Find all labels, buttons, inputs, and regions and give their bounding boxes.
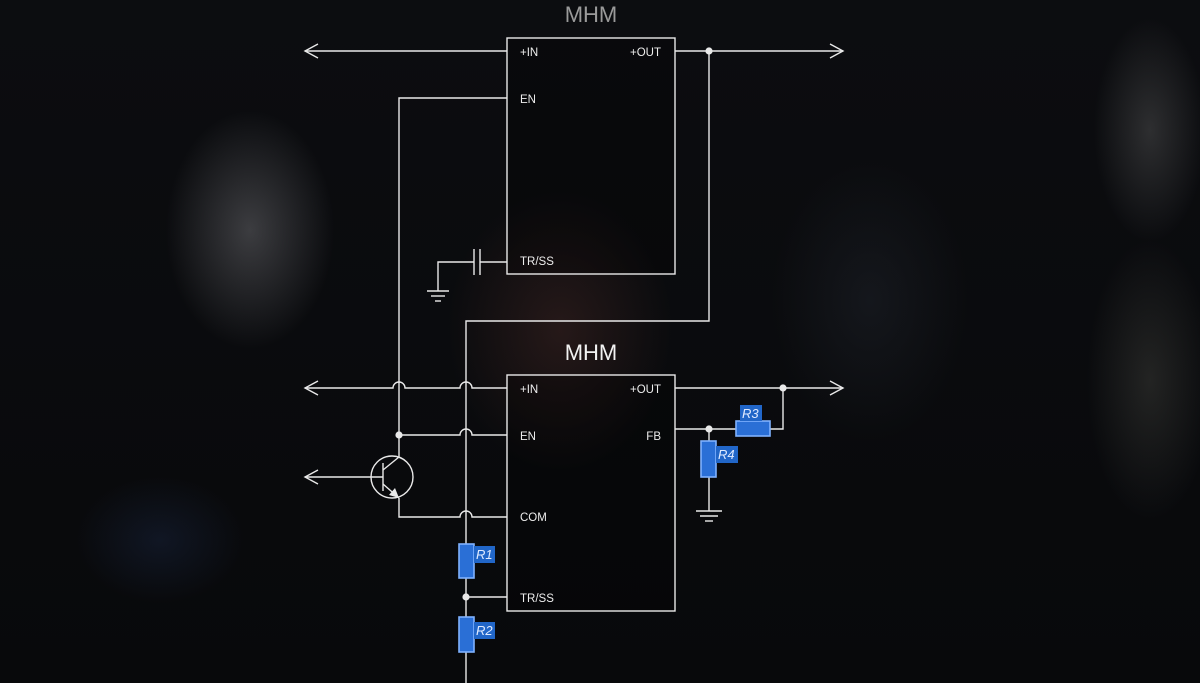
module-1-output-wire xyxy=(675,43,845,59)
resistor-r4: R4 xyxy=(700,440,738,478)
resistor-r3: R3 xyxy=(735,405,771,437)
npn-transistor xyxy=(303,455,414,499)
module-1-pin-in: +IN xyxy=(520,47,538,59)
resistor-r1: R1 xyxy=(458,543,495,579)
junction-dot xyxy=(395,431,403,439)
module-2-pin-com: COM xyxy=(520,512,547,524)
cascade-wire xyxy=(465,51,710,683)
soft-start-capacitor xyxy=(437,249,507,291)
module-1-title: MHM xyxy=(565,2,618,27)
module-2-pin-en: EN xyxy=(520,431,536,443)
en-control-wire xyxy=(398,97,507,457)
module-2-pin-in: +IN xyxy=(520,384,538,396)
module-2-block xyxy=(506,374,676,612)
resistor-r2: R2 xyxy=(458,616,495,653)
resistor-r3-label: R3 xyxy=(742,406,759,421)
module-2-input-wire xyxy=(303,380,507,396)
resistor-r4-label: R4 xyxy=(718,447,735,462)
junction-dot xyxy=(462,593,470,601)
module-2-com-wire xyxy=(398,498,507,518)
feedback-wire-top xyxy=(770,388,784,430)
module-2-output-wire xyxy=(675,380,845,396)
module-2-title: MHM xyxy=(565,340,618,365)
module-2-pin-fb: FB xyxy=(646,431,661,443)
module-2-pin-trss: TR/SS xyxy=(520,593,554,605)
ground-symbol xyxy=(696,510,722,522)
module-1-pin-en: EN xyxy=(520,94,536,106)
module-2-pin-out: +OUT xyxy=(630,384,661,396)
ground-symbol xyxy=(427,290,449,302)
resistor-r1-label: R1 xyxy=(476,547,493,562)
module-2-en-wire xyxy=(399,428,507,436)
module-1-input-wire xyxy=(303,43,507,59)
module-1-pin-out: +OUT xyxy=(630,47,661,59)
resistor-r2-label: R2 xyxy=(476,623,493,638)
module-1-block xyxy=(506,37,676,275)
module-1-pin-trss: TR/SS xyxy=(520,256,554,268)
